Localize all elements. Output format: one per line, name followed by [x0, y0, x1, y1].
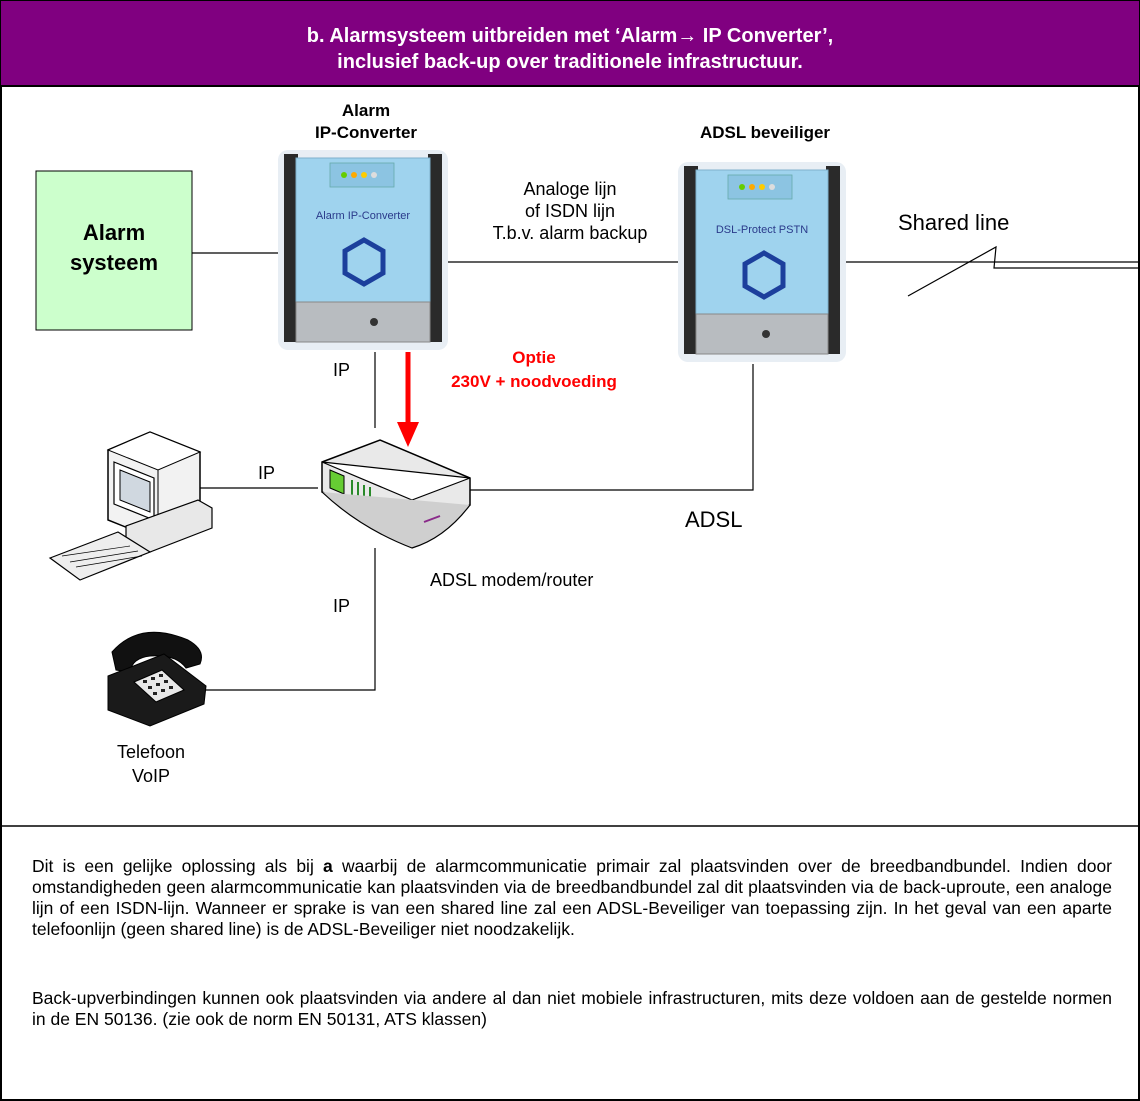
- line-shared-zigzag: [907, 245, 1140, 297]
- analog-line-1: Analoge lijn: [523, 179, 617, 199]
- option-label: Optie 230V + noodvoeding: [416, 346, 652, 394]
- power-arrow-head: [397, 422, 419, 447]
- converter-device: [278, 150, 448, 350]
- analog-line-3: T.b.v. alarm backup: [492, 223, 648, 243]
- paragraph-1: Dit is een gelijke oplossing als bij a w…: [32, 856, 1112, 940]
- adsl-protector-device: [678, 162, 846, 362]
- line-modem-phone: [204, 548, 376, 691]
- ip-label-phone: IP: [333, 596, 351, 616]
- analog-line-label: Analoge lijn of ISDN lijn T.b.v. alarm b…: [470, 178, 670, 244]
- phone-label-line1: Telefoon: [116, 742, 186, 762]
- line-adsl: [470, 364, 754, 491]
- option-line1: Optie: [512, 348, 556, 367]
- paragraph-1-part-a: Dit is een gelijke oplossing als bij: [32, 856, 324, 876]
- title-line-1: b. Alarmsysteem uitbreiden met ‘Alarm→ I…: [306, 25, 834, 47]
- option-line2: 230V + noodvoeding: [451, 372, 617, 391]
- paragraph-2: Back-upverbindingen kunnen ook plaatsvin…: [32, 988, 1112, 1029]
- converter-face-label: Alarm IP-Converter: [315, 210, 411, 222]
- phone-label: Telefoon VoIP: [92, 740, 210, 788]
- modem-label: ADSL modem/router: [430, 570, 594, 590]
- paragraph-1-part-b: waarbij de alarmcommunicatie primair zal…: [32, 856, 1112, 939]
- adsl-label: ADSL: [685, 507, 743, 532]
- protector-title: ADSL beveiliger: [699, 123, 831, 142]
- phone-label-line2: VoIP: [131, 766, 171, 786]
- alarm-system-line1: Alarm: [82, 220, 146, 245]
- title-banner: b. Alarmsysteem uitbreiden met ‘Alarm→ I…: [1, 1, 1139, 87]
- alarm-system-line2: systeem: [69, 250, 159, 275]
- converter-title-line2: IP-Converter: [314, 123, 418, 142]
- alarm-system-box: [35, 170, 193, 331]
- alarm-system-label: Alarm systeem: [36, 218, 192, 278]
- computer-icon: [48, 431, 213, 581]
- converter-logo-icon: [342, 237, 386, 287]
- telephone-icon: [107, 631, 207, 727]
- ip-label-computer: IP: [258, 463, 276, 483]
- paragraph-1-bold: a: [323, 856, 333, 876]
- modem-router-icon: [321, 439, 471, 549]
- analog-line-2: of ISDN lijn: [524, 201, 616, 221]
- protector-face-label: DSL-Protect PSTN: [715, 224, 809, 236]
- title-line-2: inclusief back-up over traditionele infr…: [337, 51, 803, 73]
- protector-logo-icon: [742, 250, 786, 300]
- converter-title-line1: Alarm: [341, 101, 391, 120]
- ip-label-converter: IP: [333, 360, 351, 380]
- shared-line-label: Shared line: [898, 210, 1010, 235]
- converter-title: Alarm IP-Converter: [288, 100, 444, 144]
